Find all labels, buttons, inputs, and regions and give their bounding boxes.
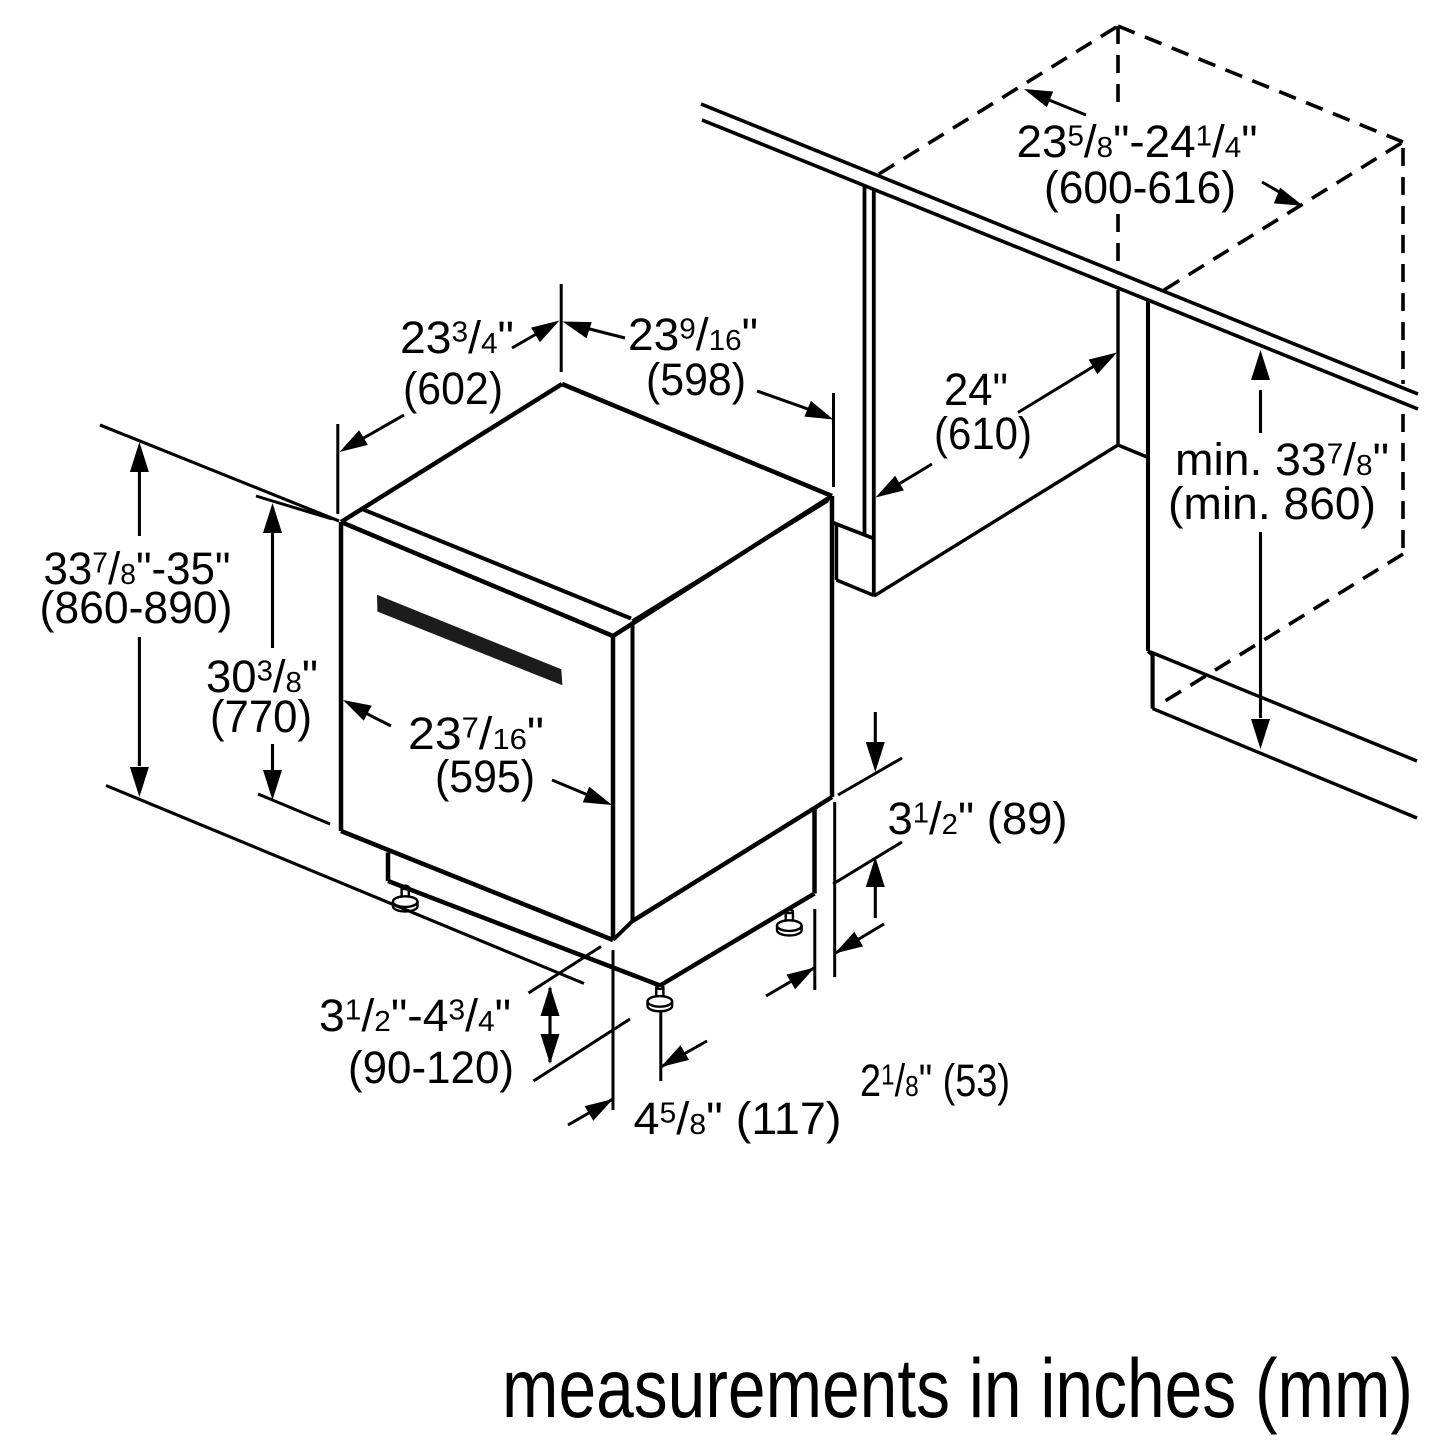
svg-text:233/4": 233/4" <box>400 313 514 363</box>
svg-text:(595): (595) <box>435 752 535 802</box>
svg-text:(770): (770) <box>210 692 312 742</box>
svg-text:measurements in inches (mm): measurements in inches (mm) <box>502 1342 1413 1436</box>
svg-text:min. 337/8": min. 337/8" <box>1175 435 1389 485</box>
svg-text:235/8"-241/4": 235/8"-241/4" <box>1017 116 1258 167</box>
svg-text:21/8" (53): 21/8" (53) <box>860 1055 1010 1106</box>
svg-text:337/8"-35": 337/8"-35" <box>43 545 230 595</box>
svg-text:(min. 860): (min. 860) <box>1168 479 1376 529</box>
svg-text:303/8": 303/8" <box>206 651 318 702</box>
svg-text:(610): (610) <box>934 410 1032 460</box>
svg-text:(600-616): (600-616) <box>1044 164 1236 213</box>
svg-text:(602): (602) <box>403 364 503 414</box>
svg-text:(860-890): (860-890) <box>40 583 233 633</box>
svg-text:31/2" (89): 31/2" (89) <box>887 793 1067 844</box>
svg-text:(90-120): (90-120) <box>348 1044 514 1094</box>
svg-text:239/16": 239/16" <box>628 309 758 359</box>
svg-text:31/2"-43/4": 31/2"-43/4" <box>319 991 511 1041</box>
svg-text:45/8" (117): 45/8" (117) <box>633 1093 841 1144</box>
svg-text:24": 24" <box>944 365 1008 415</box>
svg-text:237/16": 237/16" <box>408 708 544 758</box>
svg-text:(598): (598) <box>646 355 746 405</box>
